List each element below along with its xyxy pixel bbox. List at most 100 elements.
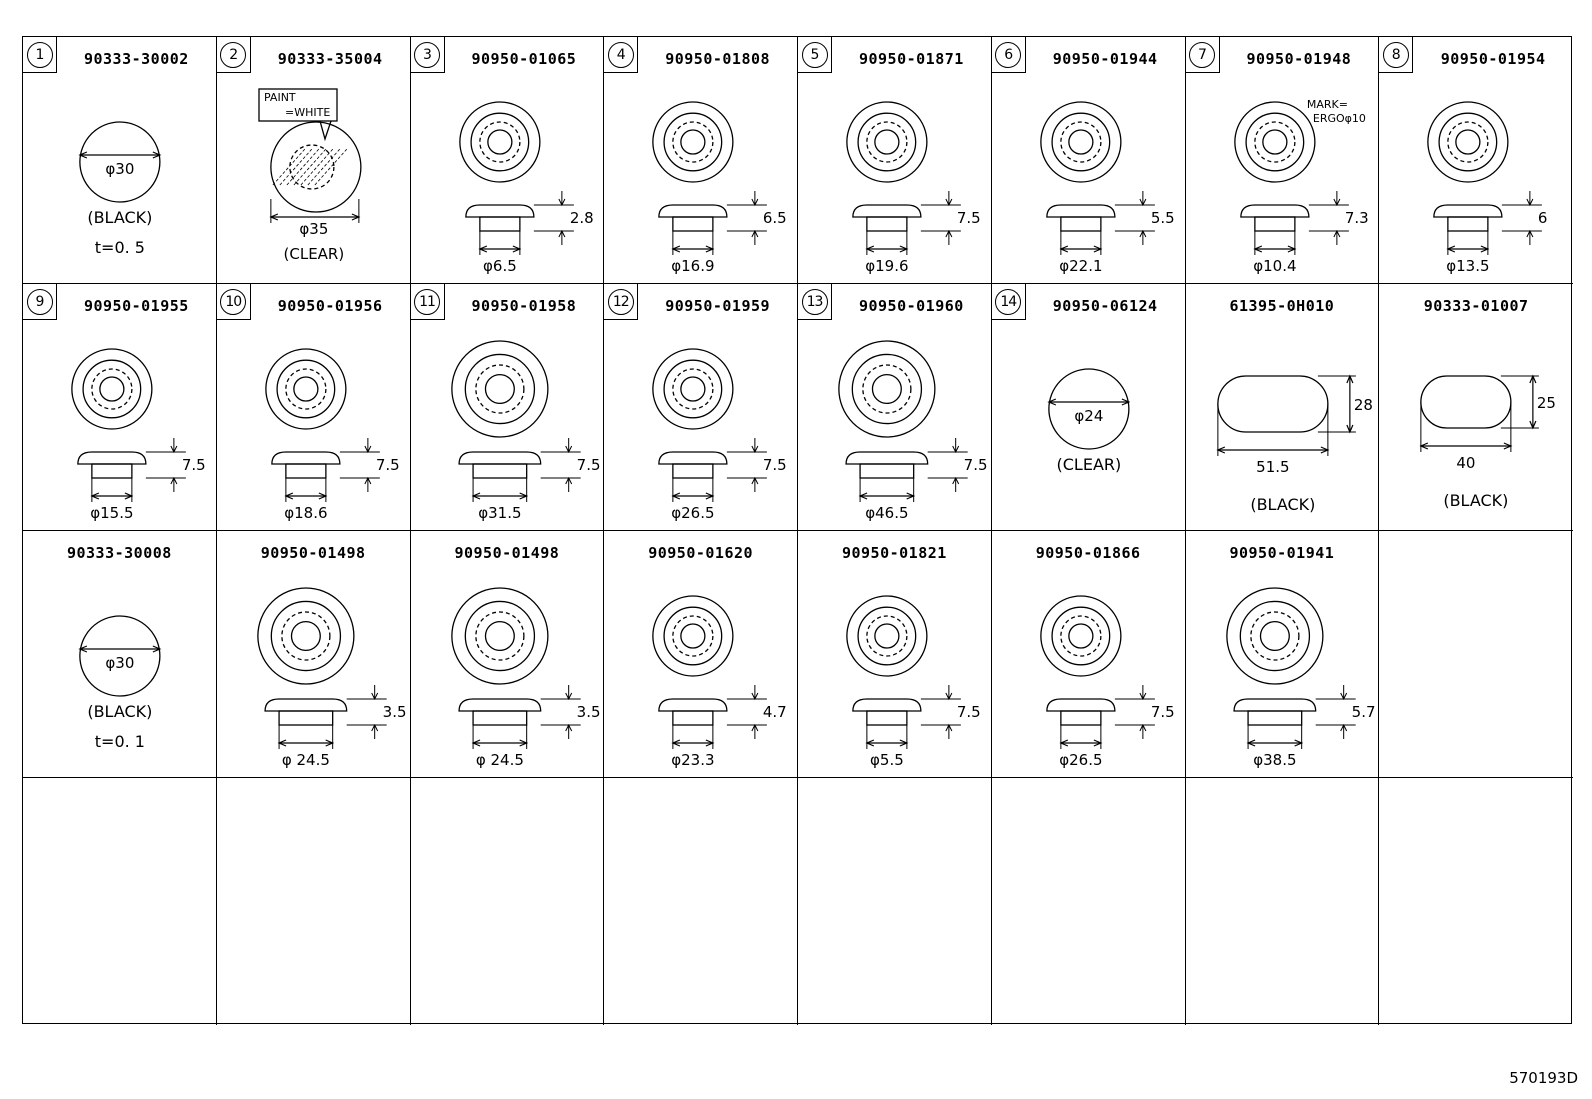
color-note: (CLEAR) (1056, 455, 1121, 474)
height-label: 7.5 (964, 456, 988, 474)
part-number: 90333-30008 (66, 544, 172, 562)
callout-line: ERGOφ10 (1312, 112, 1365, 125)
part-number: 90950-06124 (1052, 297, 1158, 315)
height-label: 7.5 (1151, 703, 1175, 721)
part-number: 90950-01955 (83, 297, 189, 315)
diameter-label: φ30 (105, 654, 134, 672)
part-cell: 90950-01941 5.7 φ38.5 (1185, 531, 1380, 778)
diameter-label: φ18.6 (284, 504, 327, 522)
callout-line: MARK= (1306, 98, 1347, 111)
item-number: 6 (991, 37, 1026, 73)
color-note: (BLACK) (87, 208, 152, 227)
part-number: 90950-01866 (1035, 544, 1141, 562)
item-number-label: 5 (801, 41, 828, 68)
height-label: 6 (1538, 209, 1548, 227)
diameter-label: φ13.5 (1446, 257, 1489, 275)
part-number: 61395-0H010 (1229, 297, 1335, 315)
item-number-label: 13 (801, 288, 828, 315)
diameter-label: φ22.1 (1059, 257, 1102, 275)
item-number: 13 (798, 284, 832, 320)
height-label: 5.5 (1151, 209, 1175, 227)
item-number: 9 (23, 284, 57, 320)
part-number: 90950-01959 (665, 297, 771, 315)
empty-cell (798, 778, 992, 1025)
part-cell: 14 90950-06124 φ24(CLEAR) (991, 284, 1186, 531)
empty-cell (1186, 778, 1380, 1025)
part-drawing: 2.8 φ6.5 (458, 101, 593, 275)
item-number-label: 2 (220, 41, 247, 68)
height-label: 2.8 (569, 209, 593, 227)
empty-cell (23, 778, 217, 1025)
part-drawing: 7.5φ5.5 (846, 595, 981, 769)
height-label: 7.5 (182, 456, 206, 474)
part-number: 90950-01808 (665, 50, 771, 68)
item-number: 7 (1185, 37, 1220, 73)
color-note: (CLEAR) (283, 245, 344, 263)
color-note: (BLACK) (1250, 495, 1315, 514)
height-label: 3.5 (382, 703, 406, 721)
item-number-label: 10 (220, 288, 247, 315)
thickness-note: t=0. 5 (95, 238, 145, 257)
part-number: 90950-01941 (1229, 544, 1335, 562)
item-number: 5 (798, 37, 832, 73)
width-label: 51.5 (1256, 458, 1289, 476)
diameter-label: φ6.5 (483, 257, 517, 275)
item-number-label: 9 (26, 288, 53, 315)
part-number: 90950-01620 (648, 544, 754, 562)
empty-cell (1379, 778, 1573, 1025)
item-number: 4 (604, 37, 639, 73)
part-number: 90950-01821 (841, 544, 947, 562)
height-label: 4.7 (763, 703, 787, 721)
part-number: 90950-01944 (1052, 50, 1158, 68)
part-cell: 6 90950-01944 5.5 φ22.1 (991, 37, 1186, 284)
height-label: 7.5 (376, 456, 400, 474)
empty-cell (1379, 531, 1573, 778)
height-label: 7.5 (957, 703, 981, 721)
diameter-label: φ30 (105, 160, 134, 178)
item-number-label: 12 (607, 288, 634, 315)
diameter-label: φ16.9 (671, 257, 714, 275)
height-label: 7.3 (1344, 209, 1368, 227)
color-note: (BLACK) (1444, 491, 1509, 510)
height-label: 3.5 (576, 703, 600, 721)
part-drawing: 7.5 φ18.6 (264, 348, 400, 522)
item-number: 14 (991, 284, 1026, 320)
part-drawing: φ30 (BLACK) t=0. 5 (78, 121, 162, 257)
diameter-label: φ35 (299, 220, 328, 238)
item-number: 11 (410, 284, 445, 320)
item-number-label: 3 (414, 41, 440, 68)
part-drawing: φ24(CLEAR) (1047, 368, 1131, 474)
part-drawing: 6 φ13.5 (1427, 101, 1548, 275)
height-label: 7.5 (576, 456, 600, 474)
diameter-label: φ19.6 (865, 257, 908, 275)
diameter-label: φ38.5 (1253, 751, 1296, 769)
diameter-label: φ 24.5 (475, 751, 523, 769)
diameter-label: φ 24.5 (282, 751, 330, 769)
height-label: 5.7 (1351, 703, 1375, 721)
part-number: 90333-01007 (1423, 297, 1529, 315)
part-drawing: 3.5 φ 24.5 (450, 587, 600, 769)
part-drawing: 3.5 φ 24.5 (256, 587, 406, 769)
item-number-label: 4 (607, 41, 634, 68)
item-number: 8 (1379, 37, 1414, 73)
part-number: 90333-35004 (277, 50, 383, 68)
callout-line: =WHITE (285, 106, 330, 119)
empty-cell (604, 778, 798, 1025)
